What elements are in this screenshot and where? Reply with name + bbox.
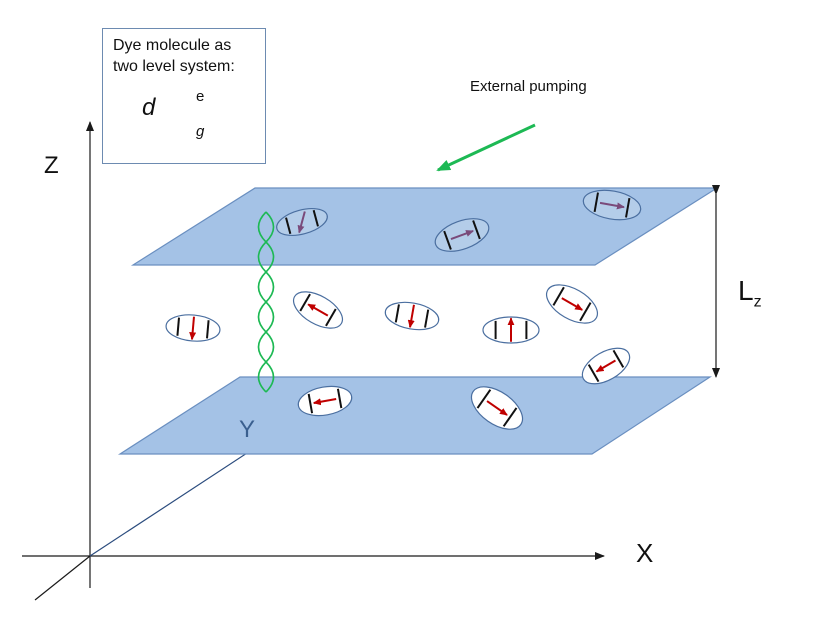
- energy-level-bar: [593, 192, 599, 213]
- y-axis-label: Y: [239, 416, 256, 443]
- dipole-arrow: [312, 398, 337, 406]
- legend-line-1: Dye molecule as: [113, 37, 232, 54]
- energy-level-bar: [579, 302, 592, 322]
- dipole-arrow: [297, 211, 306, 234]
- energy-level-bar: [299, 293, 311, 312]
- energy-level-bar: [312, 209, 319, 227]
- dye-molecule: [582, 189, 642, 221]
- dye-molecule: [470, 386, 524, 430]
- upper-plate: [130, 187, 720, 266]
- helix-strand: [257, 211, 275, 393]
- molecules-layer: [165, 189, 642, 430]
- dipole-arrow: [595, 359, 616, 373]
- dye-molecule: [581, 347, 631, 385]
- energy-level-bar: [502, 407, 518, 427]
- dye-molecule: [165, 314, 221, 342]
- dye-molecule: [384, 301, 440, 331]
- z-axis-label: Z: [44, 152, 59, 179]
- dye-molecule: [297, 385, 353, 417]
- dipole-arrow: [407, 304, 415, 329]
- dye-molecule: [292, 291, 344, 329]
- dipole-arrow: [450, 230, 474, 240]
- energy-level-bar: [285, 217, 292, 235]
- spacing-label: Lz: [738, 275, 762, 312]
- lower-plate: [117, 376, 713, 455]
- dye-molecule: [276, 207, 328, 237]
- legend-ground-label: g: [196, 123, 205, 140]
- pumping-label: External pumping: [470, 78, 587, 95]
- energy-level-bar: [443, 230, 452, 250]
- energy-level-bar: [424, 309, 430, 328]
- dipole-arrow: [599, 201, 625, 210]
- dipole-arrow: [486, 400, 508, 416]
- dye-molecule: [434, 218, 490, 252]
- legend-excited-label: e: [196, 88, 205, 105]
- legend-box: Dye molecule as two level system:: [102, 28, 266, 164]
- energy-level-bar: [476, 389, 492, 409]
- legend-dipole-symbol: d: [142, 94, 156, 121]
- energy-level-bar: [325, 308, 337, 327]
- energy-level-bar: [336, 388, 343, 409]
- energy-level-bar: [206, 320, 210, 339]
- energy-level-bar: [625, 197, 631, 218]
- dye-molecule: [482, 316, 540, 344]
- dipole-arrow: [307, 303, 329, 317]
- energy-level-bar: [307, 393, 314, 414]
- energy-level-bar: [587, 364, 600, 383]
- energy-level-bar: [176, 317, 180, 336]
- dipole-arrow: [189, 316, 197, 341]
- energy-level-bar: [612, 349, 625, 368]
- legend-line-2: two level system:: [113, 58, 235, 75]
- x-axis-label: X: [636, 538, 654, 568]
- spacing-label-sub: z: [753, 293, 762, 311]
- pump-arrow: [436, 123, 536, 172]
- dye-molecule: [546, 284, 598, 324]
- dipole-arrow: [561, 297, 584, 311]
- energy-level-bar: [394, 304, 400, 323]
- spacing-label-main: L: [738, 275, 754, 306]
- energy-level-bar: [472, 220, 481, 240]
- energy-level-bar: [552, 286, 565, 306]
- y-axis-back: [34, 555, 91, 601]
